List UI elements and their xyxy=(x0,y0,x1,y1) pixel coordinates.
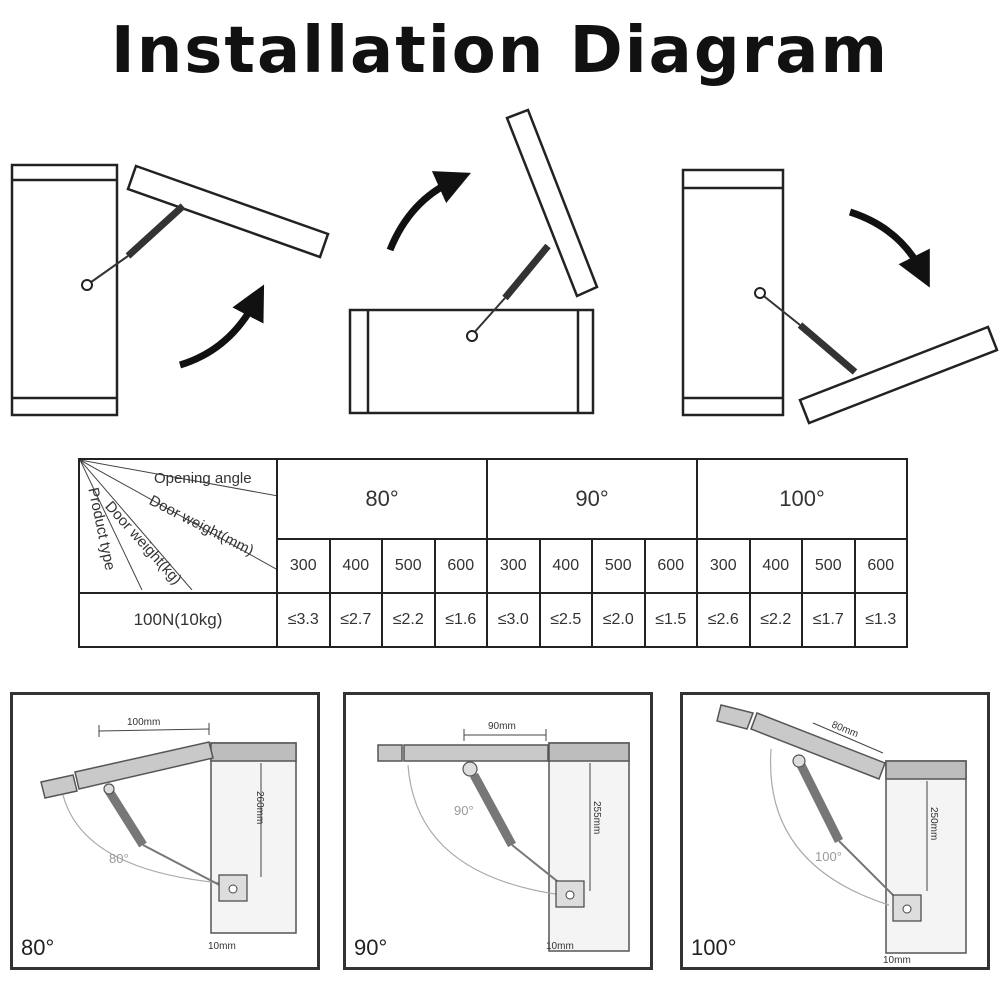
weight-limit-cell: ≤2.2 xyxy=(381,592,436,648)
install-drawing-100: 80mm 250mm 100° 10mm xyxy=(716,704,967,966)
install-panel-90: 90mm 255mm 90° 10mm 90° xyxy=(343,692,653,970)
opening-angle-label: Opening angle xyxy=(154,470,252,487)
width-cell: 400 xyxy=(748,538,803,594)
weight-limit-cell: ≤2.5 xyxy=(538,592,593,648)
weight-limit-cell: ≤1.7 xyxy=(801,592,856,648)
width-cell: 400 xyxy=(538,538,593,594)
top-dimension: 90mm xyxy=(488,721,516,732)
page-title: Installation Diagram xyxy=(110,14,890,88)
install-drawing-90: 90mm 255mm 90° 10mm xyxy=(377,721,630,952)
width-cell: 500 xyxy=(801,538,856,594)
width-cell: 600 xyxy=(433,538,488,594)
header-diagonal-lines xyxy=(81,461,275,590)
install-panel-100: 80mm 250mm 100° 10mm 100° xyxy=(680,692,990,970)
side-dimension: 250mm xyxy=(928,807,939,840)
width-cell: 500 xyxy=(381,538,436,594)
install-drawing-80: 100mm 260mm 80° 10mm xyxy=(40,717,297,952)
weight-limit-cell: ≤1.3 xyxy=(853,592,908,648)
width-cell: 600 xyxy=(643,538,698,594)
weight-limit-cell: ≤1.6 xyxy=(433,592,488,648)
width-cell: 400 xyxy=(328,538,383,594)
spec-table: Opening angle Door weight(mm) Door weigh… xyxy=(78,458,908,648)
side-dimension: 255mm xyxy=(591,801,602,834)
panel-angle-label: 100° xyxy=(691,935,737,960)
width-cell: 500 xyxy=(591,538,646,594)
panel-angle-label: 90° xyxy=(354,935,388,960)
weight-limit-cell: ≤2.0 xyxy=(591,592,646,648)
weight-limit-cell: ≤3.3 xyxy=(276,592,331,648)
width-cell: 300 xyxy=(276,538,331,594)
cabinet-open-up-illustration xyxy=(10,163,330,417)
width-cell: 300 xyxy=(696,538,751,594)
angle-header-90: 90° xyxy=(486,458,698,540)
bottom-dimension: 10mm xyxy=(208,941,236,952)
angle-header-100: 100° xyxy=(696,458,908,540)
width-cell: 600 xyxy=(853,538,908,594)
weight-limit-cell: ≤2.2 xyxy=(748,592,803,648)
panel-angle-label: 80° xyxy=(21,935,55,960)
weight-limit-cell: ≤2.7 xyxy=(328,592,383,648)
weight-limit-cell: ≤1.5 xyxy=(643,592,698,648)
install-panel-80: 100mm 260mm 80° 10mm 80° xyxy=(10,692,320,970)
top-dimension: 100mm xyxy=(127,717,160,728)
angle-arc-label: 80° xyxy=(109,851,129,866)
angle-arc-label: 100° xyxy=(815,849,842,864)
product-type-cell: 100N(10kg) xyxy=(78,592,278,648)
bottom-dimension: 10mm xyxy=(883,955,911,966)
angle-arc-label: 90° xyxy=(454,803,474,818)
table-header-corner: Opening angle Door weight(mm) Door weigh… xyxy=(78,458,278,594)
side-dimension: 260mm xyxy=(254,791,265,824)
angle-header-80: 80° xyxy=(276,458,488,540)
cabinet-open-down-illustration xyxy=(681,168,999,425)
bottom-dimension: 10mm xyxy=(546,941,574,952)
box-lid-illustration xyxy=(348,108,599,415)
width-cell: 300 xyxy=(486,538,541,594)
weight-limit-cell: ≤2.6 xyxy=(696,592,751,648)
weight-limit-cell: ≤3.0 xyxy=(486,592,541,648)
